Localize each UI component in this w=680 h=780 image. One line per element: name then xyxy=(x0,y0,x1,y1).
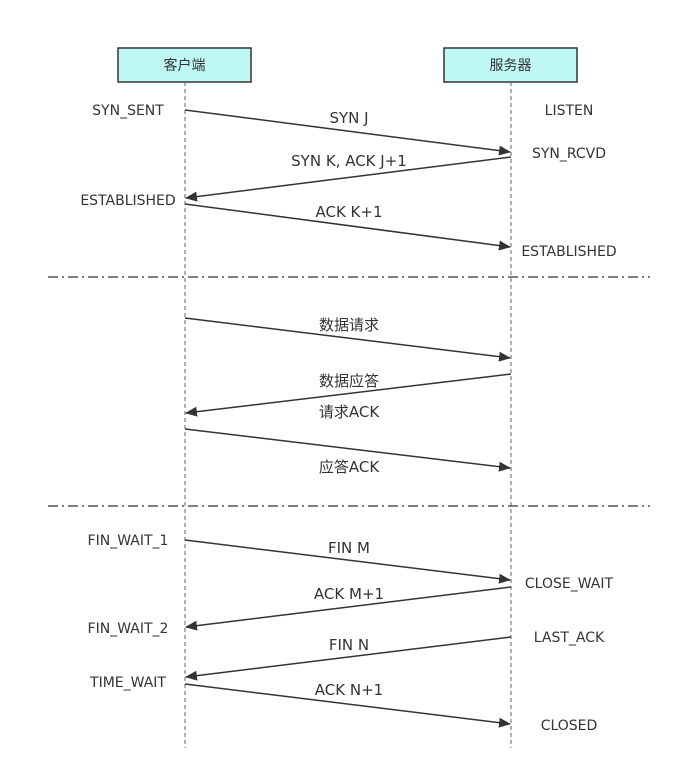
client-box xyxy=(117,47,252,83)
server-label: 服务器 xyxy=(490,58,532,74)
server-box xyxy=(443,47,578,83)
message-arrow xyxy=(185,586,512,631)
client-label: 客户端 xyxy=(164,57,206,74)
state-established-client: ESTABLISHED xyxy=(80,193,175,209)
state-established-server: ESTABLISHED xyxy=(521,244,616,260)
message-arrow xyxy=(185,156,512,202)
message-label: 数据请求 xyxy=(319,316,379,334)
state-closed: CLOSED xyxy=(541,718,598,734)
state-listen: LISTEN xyxy=(545,103,594,119)
state-syn-sent: SYN_SENT xyxy=(92,103,164,119)
state-fin-wait-2: FIN_WAIT_2 xyxy=(88,621,169,637)
message-arrow xyxy=(184,317,511,362)
message-label: FIN M xyxy=(328,539,370,557)
message-arrow xyxy=(184,109,511,156)
message-label: SYN J xyxy=(329,109,368,127)
message-arrow xyxy=(184,203,511,251)
message-arrow xyxy=(184,683,511,728)
message-arrow xyxy=(185,373,512,417)
state-syn-rcvd: SYN_RCVD xyxy=(532,146,606,162)
state-fin-wait-1: FIN_WAIT_1 xyxy=(88,533,169,549)
state-time-wait: TIME_WAIT xyxy=(89,675,166,691)
message-arrow xyxy=(184,539,511,584)
message-label: SYN K, ACK J+1 xyxy=(291,152,407,170)
message-label: ACK N+1 xyxy=(315,681,383,699)
message-label: FIN N xyxy=(329,636,369,654)
message-arrow xyxy=(184,428,511,472)
message-arrow xyxy=(185,636,512,681)
message-label: ACK M+1 xyxy=(314,585,384,603)
message-label: 应答ACK xyxy=(319,458,380,476)
message-label: ACK K+1 xyxy=(315,203,382,221)
state-last-ack: LAST_ACK xyxy=(534,630,605,646)
state-close-wait: CLOSE_WAIT xyxy=(525,576,614,592)
message-label: 请求ACK xyxy=(319,403,380,421)
message-label: 数据应答 xyxy=(319,372,379,390)
